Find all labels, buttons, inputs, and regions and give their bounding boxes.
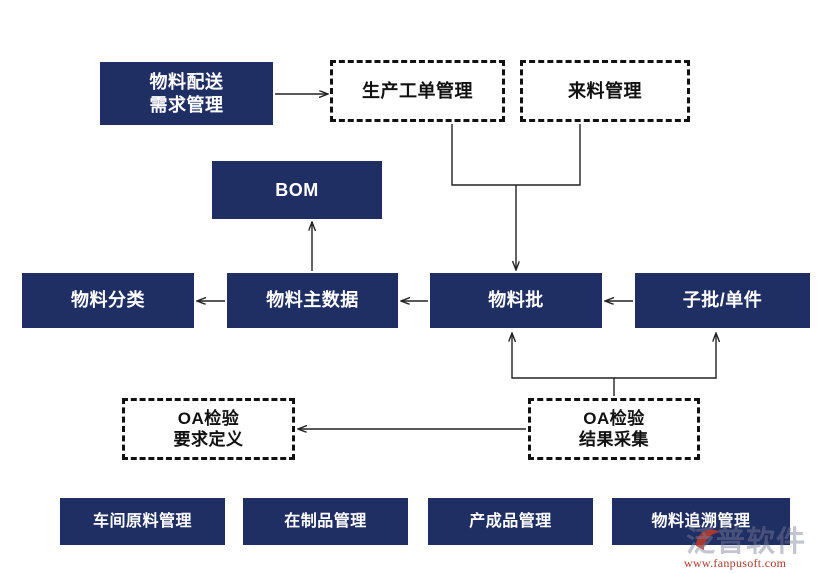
node-label: 物料追溯管理 bbox=[651, 512, 751, 530]
edge-workorder-incoming-to-batch bbox=[451, 124, 581, 186]
edge-oaresult-branch bbox=[512, 334, 615, 396]
node-label: OA检验 要求定义 bbox=[173, 408, 244, 449]
node-label: 来料管理 bbox=[568, 80, 642, 101]
node-material-delivery-demand[interactable]: 物料配送 需求管理 bbox=[100, 62, 273, 125]
node-label: 物料配送 需求管理 bbox=[149, 72, 224, 115]
watermark-url: www.fanpusoft.com bbox=[684, 556, 787, 570]
node-production-work-order[interactable]: 生产工单管理 bbox=[330, 60, 505, 122]
node-finished-goods[interactable]: 产成品管理 bbox=[428, 498, 593, 545]
node-label: 产成品管理 bbox=[469, 512, 552, 530]
edge-oaresult-branch-right bbox=[614, 334, 716, 379]
node-label: 子批/单件 bbox=[682, 290, 763, 311]
node-material-master-data[interactable]: 物料主数据 bbox=[227, 273, 398, 328]
node-bom[interactable]: BOM bbox=[212, 161, 382, 219]
node-workshop-raw-material[interactable]: 车间原料管理 bbox=[60, 498, 225, 545]
node-label: 车间原料管理 bbox=[92, 512, 192, 530]
node-material-traceability[interactable]: 物料追溯管理 bbox=[612, 498, 790, 545]
node-incoming-material[interactable]: 来料管理 bbox=[520, 60, 690, 122]
node-label: BOM bbox=[275, 179, 319, 200]
node-wip-management[interactable]: 在制品管理 bbox=[243, 498, 408, 545]
node-material-category[interactable]: 物料分类 bbox=[22, 273, 194, 328]
node-oa-inspection-requirement[interactable]: OA检验 要求定义 bbox=[122, 398, 295, 460]
node-label: 物料分类 bbox=[71, 290, 145, 311]
node-oa-inspection-result[interactable]: OA检验 结果采集 bbox=[528, 398, 700, 460]
node-label: 物料主数据 bbox=[266, 290, 359, 311]
node-label: 在制品管理 bbox=[284, 512, 367, 530]
node-label: 生产工单管理 bbox=[362, 80, 473, 101]
node-label: 物料批 bbox=[488, 290, 544, 311]
node-material-batch[interactable]: 物料批 bbox=[430, 273, 602, 328]
node-sub-batch-unit[interactable]: 子批/单件 bbox=[635, 273, 810, 328]
node-label: OA检验 结果采集 bbox=[579, 408, 649, 449]
